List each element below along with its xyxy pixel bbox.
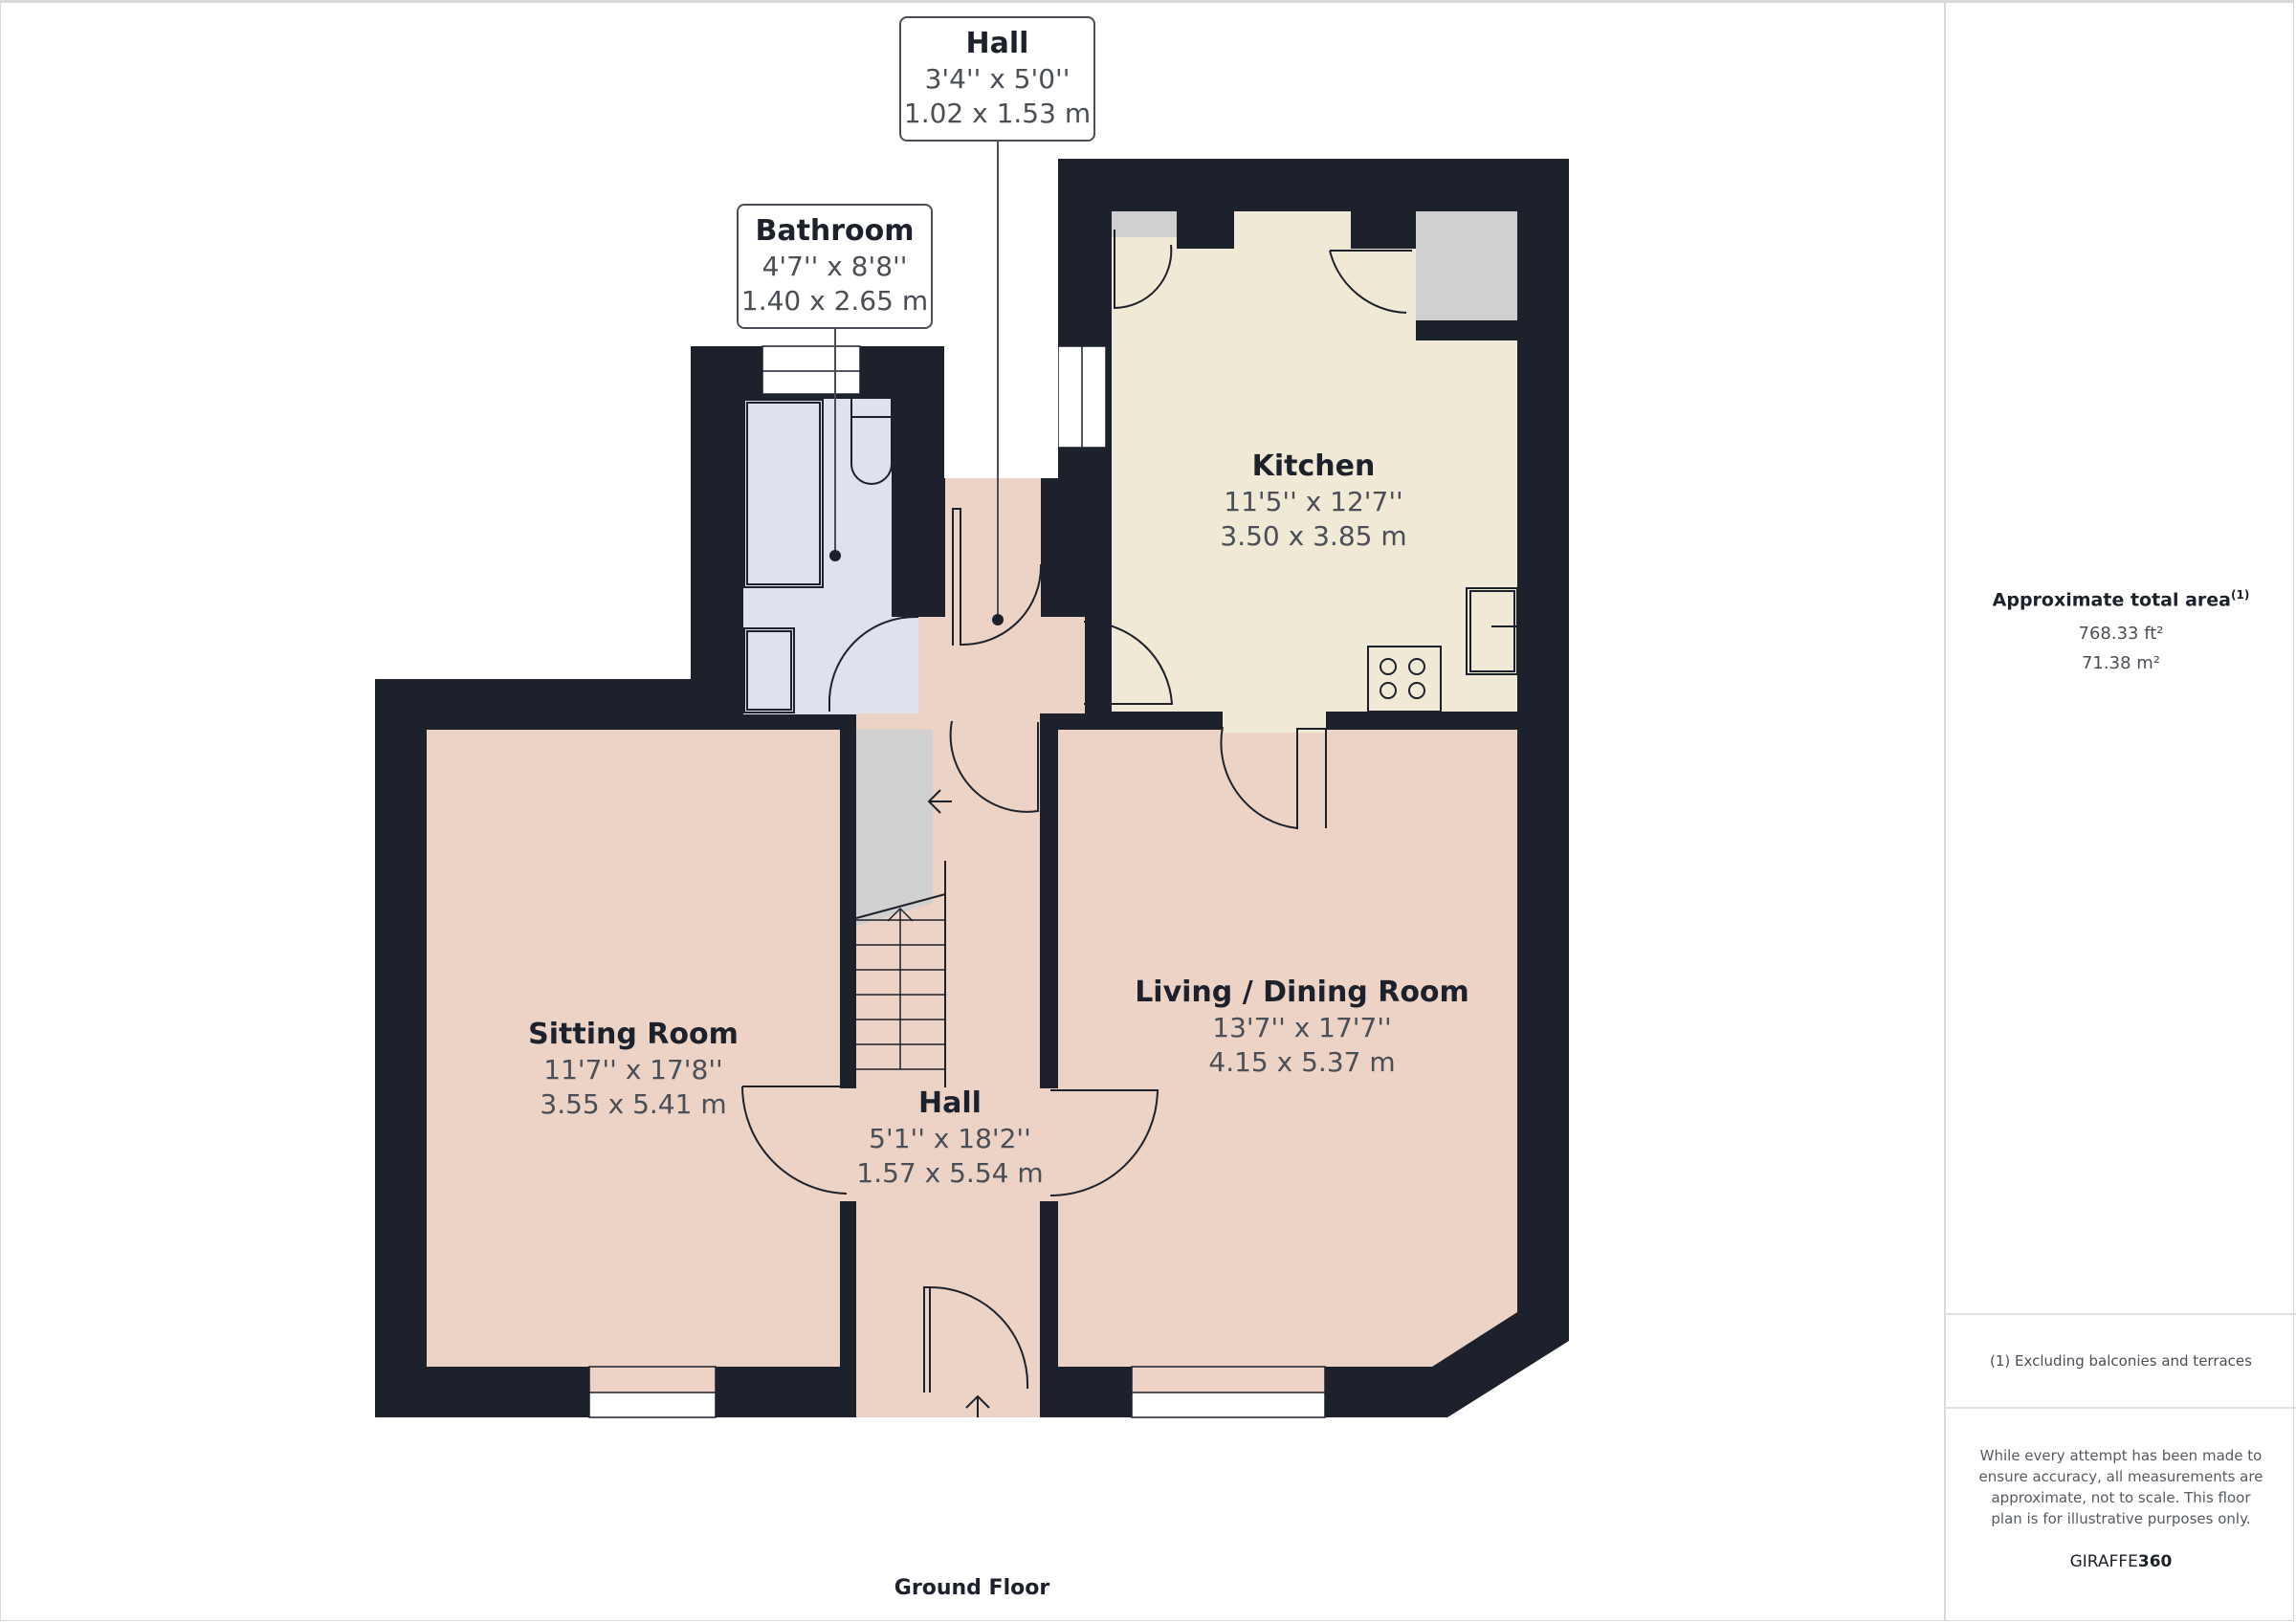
living-dining-floor (1058, 730, 1517, 1367)
room-dim-metric: 1.57 x 5.54 m (856, 1157, 1044, 1189)
room-name: Bathroom (755, 214, 915, 248)
footnote-marker: (1) (2231, 588, 2250, 602)
room-dim-metric: 4.15 x 5.37 m (1208, 1046, 1396, 1078)
floor-plan-drawing (375, 140, 1569, 1418)
room-dim-metric: 3.50 x 3.85 m (1220, 520, 1407, 552)
room-dim-imperial: 11'7'' x 17'8'' (543, 1054, 723, 1086)
room-dim-metric: 3.55 x 5.41 m (540, 1088, 727, 1120)
brand-light: GIRAFFE (2069, 1552, 2138, 1571)
info-sidebar: Approximate total area(1) 768.33 ft² 71.… (1944, 3, 2296, 1621)
room-name: Living / Dining Room (1135, 976, 1469, 1009)
area-imperial: 768.33 ft² (2078, 624, 2164, 645)
kitchen-floor (1112, 211, 1517, 712)
floor-name: Ground Floor (894, 1576, 1050, 1600)
callout-bathroom: Bathroom 4'7'' x 8'8'' 1.40 x 2.65 m (737, 204, 933, 329)
bathroom-floor (743, 399, 892, 714)
fixtures (741, 230, 1518, 1417)
room-dim-imperial: 13'7'' x 17'7'' (1212, 1012, 1392, 1043)
room-name: Hall (918, 1086, 982, 1120)
sitting-room-floor (427, 730, 840, 1367)
room-dim-imperial: 11'5'' x 12'7'' (1224, 486, 1403, 517)
room-name: Hall (965, 27, 1029, 60)
room-dim-imperial: 5'1'' x 18'2'' (869, 1123, 1031, 1154)
brand-logo: GIRAFFE360 (1946, 1552, 2296, 1571)
front-door-opening (923, 1367, 1028, 1417)
area-title: Approximate total area(1) (1946, 588, 2296, 610)
label-sitting-room: Sitting Room 11'7'' x 17'8'' 3.55 x 5.41… (528, 1017, 739, 1122)
room-name: Kitchen (1251, 450, 1376, 483)
label-living-dining: Living / Dining Room 13'7'' x 17'7'' 4.1… (1135, 975, 1469, 1080)
callout-hall-small: Hall 3'4'' x 5'0'' 1.02 x 1.53 m (899, 16, 1095, 142)
total-area-block: Approximate total area(1) 768.33 ft² 71.… (1946, 588, 2296, 673)
room-dim-metric: 1.40 x 2.65 m (740, 285, 929, 317)
brand-bold: 360 (2137, 1552, 2173, 1571)
area-title-text: Approximate total area (1992, 589, 2232, 611)
room-dim-metric: 1.02 x 1.53 m (903, 98, 1092, 129)
room-dim-imperial: 4'7'' x 8'8'' (762, 251, 908, 282)
room-dim-imperial: 3'4'' x 5'0'' (924, 63, 1071, 95)
room-name: Sitting Room (528, 1018, 739, 1051)
label-kitchen: Kitchen 11'5'' x 12'7'' 3.50 x 3.85 m (1220, 449, 1406, 554)
label-hall-main: Hall 5'1'' x 18'2'' 1.57 x 5.54 m (856, 1086, 1043, 1191)
floor-plan: Hall 3'4'' x 5'0'' 1.02 x 1.53 m Bathroo… (375, 16, 1569, 1600)
footnote: (1) Excluding balconies and terraces (1946, 1313, 2296, 1409)
disclaimer: While every attempt has been made to ens… (1978, 1447, 2263, 1527)
area-metric: 71.38 m² (2081, 653, 2160, 674)
windows (588, 345, 1326, 1418)
